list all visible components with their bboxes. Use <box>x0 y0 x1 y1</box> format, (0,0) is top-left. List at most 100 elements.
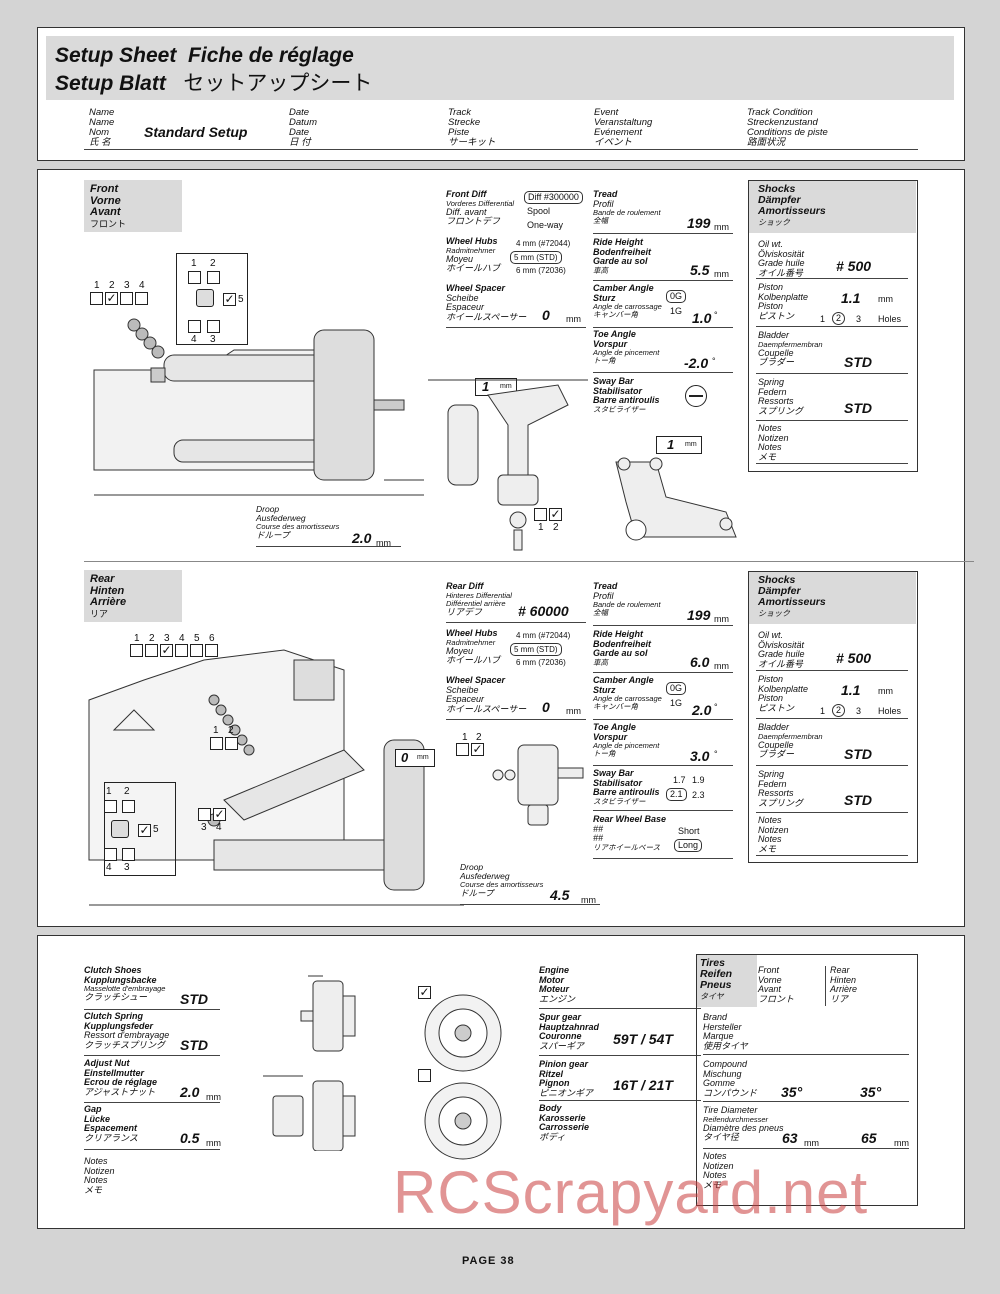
rear-camber-checkbox-2[interactable] <box>145 644 158 657</box>
front-camber-unit: ° <box>714 310 718 320</box>
front-shock-mount-box <box>176 253 248 345</box>
front-spring-value[interactable]: STD <box>844 400 872 416</box>
front-spacer-1-box[interactable]: 1 mm <box>475 378 517 396</box>
flywheel-checkbox-top[interactable]: ✓ <box>418 985 431 999</box>
rear-oil-value[interactable]: # 500 <box>836 650 872 666</box>
rear-camber-option-1g[interactable]: 1G <box>670 698 683 708</box>
rear-sway-option-3[interactable]: 2.1 <box>666 788 687 801</box>
front-piston-value[interactable]: 1.1 <box>841 290 861 306</box>
rear-camber-value[interactable]: 2.0 <box>692 702 712 718</box>
front-tread-value[interactable]: 199 <box>687 215 711 231</box>
front-shock-checkbox-3[interactable] <box>207 320 220 333</box>
rear-hubs-option-3[interactable]: 6 mm (72036) <box>516 658 566 667</box>
front-diff-option-3[interactable]: One-way <box>527 220 564 230</box>
rear-camber-checkbox-5[interactable] <box>190 644 203 657</box>
front-camber-checkbox-2[interactable]: ✓ <box>105 291 118 305</box>
rear-diff-value[interactable]: # 60000 <box>518 603 569 619</box>
front-shock-checkbox-5[interactable]: ✓ <box>223 292 236 306</box>
rear-hub-checkbox-2[interactable]: ✓ <box>471 742 484 756</box>
flywheel-checkbox-bottom[interactable] <box>418 1069 431 1082</box>
tire-diameter-rear[interactable]: 65 <box>861 1130 877 1146</box>
spur-gear-value[interactable]: 59T / 54T <box>613 1031 673 1047</box>
rear-camber-checkbox-3[interactable]: ✓ <box>160 643 173 657</box>
clutch-shoes-value[interactable]: STD <box>180 991 208 1007</box>
front-droop-value[interactable]: 2.0 <box>352 530 372 546</box>
tire-compound-rear[interactable]: 35° <box>860 1084 882 1100</box>
front-camber-option-0g[interactable]: 0G <box>666 290 687 303</box>
rear-hub-checkbox-1[interactable] <box>456 743 469 756</box>
rear-piston-value[interactable]: 1.1 <box>841 682 861 698</box>
rear-droop-value[interactable]: 4.5 <box>550 887 570 903</box>
front-sway-none-icon[interactable] <box>685 385 707 407</box>
rear-lower-checkbox-4[interactable]: ✓ <box>213 807 226 821</box>
front-toe-value[interactable]: -2.0 <box>684 355 709 371</box>
rear-shock-checkbox-2[interactable] <box>122 800 135 813</box>
front-camber-checkbox-3[interactable] <box>120 292 133 305</box>
front-spacer-2-box[interactable]: 1 mm <box>656 436 702 454</box>
rear-shock-checkbox-3[interactable] <box>122 848 135 861</box>
front-hubs-option-2[interactable]: 5 mm (STD) <box>510 251 562 264</box>
front-oil-value[interactable]: # 500 <box>836 258 872 274</box>
rear-hubs-option-1[interactable]: 4 mm (#72044) <box>516 631 571 640</box>
rear-lower-checkbox-3[interactable] <box>198 808 211 821</box>
rear-shock-pos-5: 5 <box>153 824 159 835</box>
front-diff-option-2[interactable]: Spool <box>527 206 551 216</box>
rear-shock-checkbox-5[interactable]: ✓ <box>138 823 151 837</box>
clutch-spring-value[interactable]: STD <box>180 1037 208 1053</box>
front-steering-arm-drawing <box>615 457 737 541</box>
rear-hubs-option-2[interactable]: 5 mm (STD) <box>510 643 562 656</box>
front-piston-underline <box>756 326 908 327</box>
rear-spacer-box[interactable]: 0 mm <box>395 749 435 767</box>
gap-value[interactable]: 0.5 <box>180 1130 200 1146</box>
title-ja: セットアップシート <box>183 72 373 95</box>
front-steering-pos-1: 1 <box>538 522 544 533</box>
rear-wheelbase-option-long[interactable]: Long <box>674 839 703 852</box>
field-name-value[interactable]: Standard Setup <box>144 124 248 140</box>
front-steering-checkbox-2[interactable]: ✓ <box>549 507 562 521</box>
front-steering-checkbox-1[interactable] <box>534 508 547 521</box>
tire-compound-front[interactable]: 35° <box>781 1084 803 1100</box>
rear-bladder-value[interactable]: STD <box>844 746 872 762</box>
front-camber-checkbox-1[interactable] <box>90 292 103 305</box>
rear-shock-checkbox-1[interactable] <box>104 800 117 813</box>
front-ride-height-value[interactable]: 5.5 <box>690 262 710 278</box>
front-hubs-option-3[interactable]: 6 mm (72036) <box>516 266 566 275</box>
front-bladder-value[interactable]: STD <box>844 354 872 370</box>
front-shock-checkbox-2[interactable] <box>207 271 220 284</box>
tire-diameter-front[interactable]: 63 <box>782 1130 798 1146</box>
rear-camber-unit: ° <box>714 702 718 712</box>
rear-spacer-box-unit: mm <box>417 754 429 761</box>
front-shock-checkbox-4[interactable] <box>188 320 201 333</box>
rear-toe-value[interactable]: 3.0 <box>690 748 710 764</box>
front-camber-checkbox-4[interactable] <box>135 292 148 305</box>
front-hubs-option-1[interactable]: 4 mm (#72044) <box>516 239 571 248</box>
rear-camber-checkbox-4[interactable] <box>175 644 188 657</box>
front-shock-checkbox-1[interactable] <box>188 271 201 284</box>
rear-tread-value[interactable]: 199 <box>687 607 711 623</box>
front-holes-1: 1 <box>820 314 826 324</box>
adjust-nut-value[interactable]: 2.0 <box>180 1084 200 1100</box>
front-camber-value[interactable]: 1.0 <box>692 310 712 326</box>
front-camber-option-1g[interactable]: 1G <box>670 306 683 316</box>
rear-sway-option-1[interactable]: 1.7 <box>673 775 686 785</box>
front-holes-2[interactable]: 2 <box>832 312 846 325</box>
rear-ride-height-value[interactable]: 6.0 <box>690 654 710 670</box>
rear-spring-value[interactable]: STD <box>844 792 872 808</box>
rear-camber-checkbox-6[interactable] <box>205 644 218 657</box>
rear-sway-option-2[interactable]: 1.9 <box>692 775 705 785</box>
pinion-gear-value[interactable]: 16T / 21T <box>613 1077 673 1093</box>
front-diff-option-1[interactable]: Diff #300000 <box>524 191 583 204</box>
front-spacer-value[interactable]: 0 <box>542 307 550 323</box>
rear-holes-2[interactable]: 2 <box>832 704 846 717</box>
rear-sway-option-4[interactable]: 2.3 <box>692 790 705 800</box>
rear-wheelbase-underline <box>593 858 733 859</box>
rear-wheelbase-option-short[interactable]: Short <box>678 826 700 836</box>
rear-camber-checkbox-1[interactable] <box>130 644 143 657</box>
rear-toe-checkbox-2[interactable] <box>225 737 238 750</box>
rear-spacer-value[interactable]: 0 <box>542 699 550 715</box>
rear-camber-option-0g[interactable]: 0G <box>666 682 687 695</box>
rear-toe-checkbox-1[interactable] <box>210 737 223 750</box>
rear-shock-checkbox-4[interactable] <box>104 848 117 861</box>
